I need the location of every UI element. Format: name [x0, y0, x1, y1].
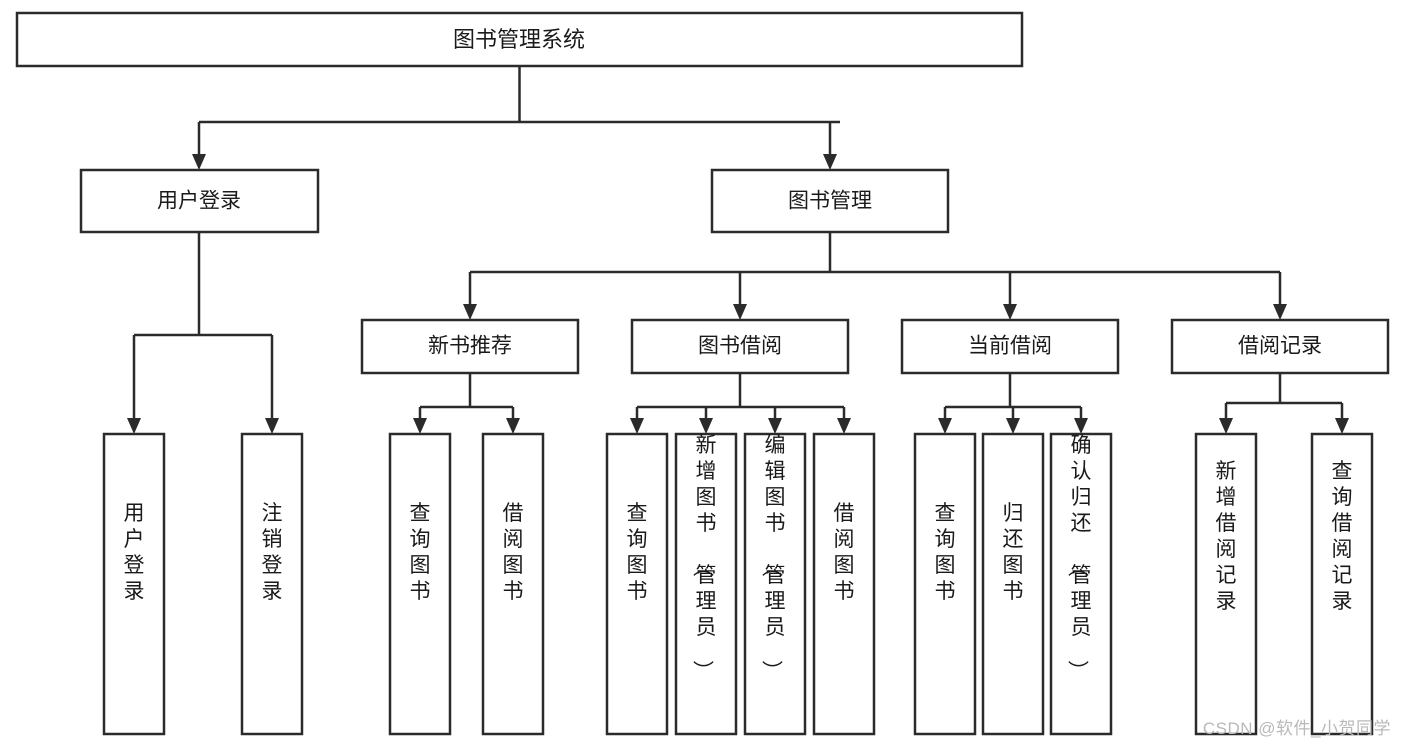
leaf-box[interactable] — [481, 432, 545, 736]
leaf-borrow-record-0[interactable]: 新增借阅记录 — [1194, 432, 1258, 736]
leaf-book-borrow-0[interactable]: 查询图书 — [605, 432, 669, 736]
node-borrow-record[interactable]: 借阅记录 — [1170, 318, 1390, 375]
node-user-login-box[interactable] — [79, 168, 320, 234]
arrow-book-borrow-leaf-2 — [768, 418, 782, 434]
leaf-user-login-1[interactable]: 注销登录 — [240, 432, 304, 736]
arrow-book-manage-to-l3-0 — [463, 304, 477, 320]
node-user-login-label: 用户登录 — [157, 190, 241, 213]
node-borrow-record-box[interactable] — [1170, 318, 1390, 375]
edge-layer — [127, 66, 1349, 434]
arrow-user-login-leaf-1 — [265, 418, 279, 434]
node-book-borrow-label: 图书借阅 — [698, 335, 782, 358]
leaf-label: 新增借阅记录 — [1216, 460, 1237, 613]
node-new-book-recommend[interactable]: 新书推荐 — [360, 318, 580, 375]
node-new-book-recommend-box[interactable] — [360, 318, 580, 375]
node-book-manage-box[interactable] — [710, 168, 950, 234]
node-current-borrow-label: 当前借阅 — [968, 335, 1052, 358]
leaf-label: 用户登录 — [124, 502, 145, 603]
leaf-box[interactable] — [812, 432, 876, 736]
leaf-box[interactable] — [388, 432, 452, 736]
leaf-new-book-recommend-1[interactable]: 借阅图书 — [481, 432, 545, 736]
arrow-borrow-record-leaf-1 — [1335, 418, 1349, 434]
arrow-book-borrow-leaf-0 — [630, 418, 644, 434]
leaf-box[interactable] — [1049, 432, 1113, 736]
leaf-box[interactable] — [1310, 432, 1374, 736]
leaf-book-borrow-2[interactable]: 编辑图书（管理员） — [743, 432, 807, 736]
arrow-root-to-user-login — [192, 154, 206, 170]
arrow-book-manage-to-l3-3 — [1273, 304, 1287, 320]
leaf-borrow-record-1[interactable]: 查询借阅记录 — [1310, 432, 1374, 736]
leaf-current-borrow-2[interactable]: 确认归还（管理员） — [1049, 432, 1113, 736]
arrow-book-manage-to-l3-2 — [1003, 304, 1017, 320]
arrow-current-borrow-leaf-2 — [1074, 418, 1088, 434]
leaf-box[interactable] — [674, 432, 738, 736]
arrow-book-manage-to-l3-1 — [733, 304, 747, 320]
leaf-label: 查询图书 — [627, 502, 648, 603]
node-current-borrow-box[interactable] — [900, 318, 1120, 375]
arrow-new-book-leaf-1 — [506, 418, 520, 434]
leaf-book-borrow-1[interactable]: 新增图书（管理员） — [674, 432, 738, 736]
node-book-borrow[interactable]: 图书借阅 — [630, 318, 850, 375]
node-new-book-recommend-label: 新书推荐 — [428, 335, 512, 358]
arrow-root-to-book-manage — [823, 154, 837, 170]
node-root-label: 图书管理系统 — [453, 27, 585, 52]
node-book-borrow-box[interactable] — [630, 318, 850, 375]
arrow-borrow-record-leaf-0 — [1219, 418, 1233, 434]
leaf-new-book-recommend-0[interactable]: 查询图书 — [388, 432, 452, 736]
node-borrow-record-label: 借阅记录 — [1238, 335, 1322, 358]
arrow-current-borrow-leaf-1 — [1006, 418, 1020, 434]
leaf-book-borrow-3[interactable]: 借阅图书 — [812, 432, 876, 736]
node-book-manage-label: 图书管理 — [788, 190, 872, 213]
leaf-box[interactable] — [981, 432, 1045, 736]
node-root[interactable]: 图书管理系统 — [15, 11, 1024, 68]
leaf-box[interactable] — [240, 432, 304, 736]
leaf-label: 编辑图书（管理员） — [760, 434, 786, 681]
leaf-box[interactable] — [102, 432, 166, 736]
leaf-label: 借阅图书 — [503, 502, 524, 603]
arrow-new-book-leaf-0 — [413, 418, 427, 434]
leaf-label: 借阅图书 — [834, 502, 855, 603]
leaf-label: 查询借阅记录 — [1332, 460, 1353, 613]
leaf-box[interactable] — [605, 432, 669, 736]
leaf-label: 归还图书 — [1003, 502, 1024, 603]
leaf-label: 查询图书 — [935, 502, 956, 603]
leaf-box[interactable] — [913, 432, 977, 736]
node-root-box[interactable] — [15, 11, 1024, 68]
leaf-label: 确认归还（管理员） — [1066, 434, 1092, 681]
arrow-book-borrow-leaf-1 — [699, 418, 713, 434]
node-current-borrow[interactable]: 当前借阅 — [900, 318, 1120, 375]
arrow-user-login-leaf-0 — [127, 418, 141, 434]
arrow-current-borrow-leaf-0 — [938, 418, 952, 434]
leaf-current-borrow-1[interactable]: 归还图书 — [981, 432, 1045, 736]
leaf-box[interactable] — [1194, 432, 1258, 736]
arrow-book-borrow-leaf-3 — [837, 418, 851, 434]
node-user-login[interactable]: 用户登录 — [79, 168, 320, 234]
leaf-label: 注销登录 — [262, 502, 283, 603]
node-book-manage[interactable]: 图书管理 — [710, 168, 950, 234]
leaf-user-login-0[interactable]: 用户登录 — [102, 432, 166, 736]
leaf-label: 查询图书 — [410, 502, 431, 603]
leaf-label: 新增图书（管理员） — [691, 434, 717, 681]
leaf-current-borrow-0[interactable]: 查询图书 — [913, 432, 977, 736]
leaf-box[interactable] — [743, 432, 807, 736]
